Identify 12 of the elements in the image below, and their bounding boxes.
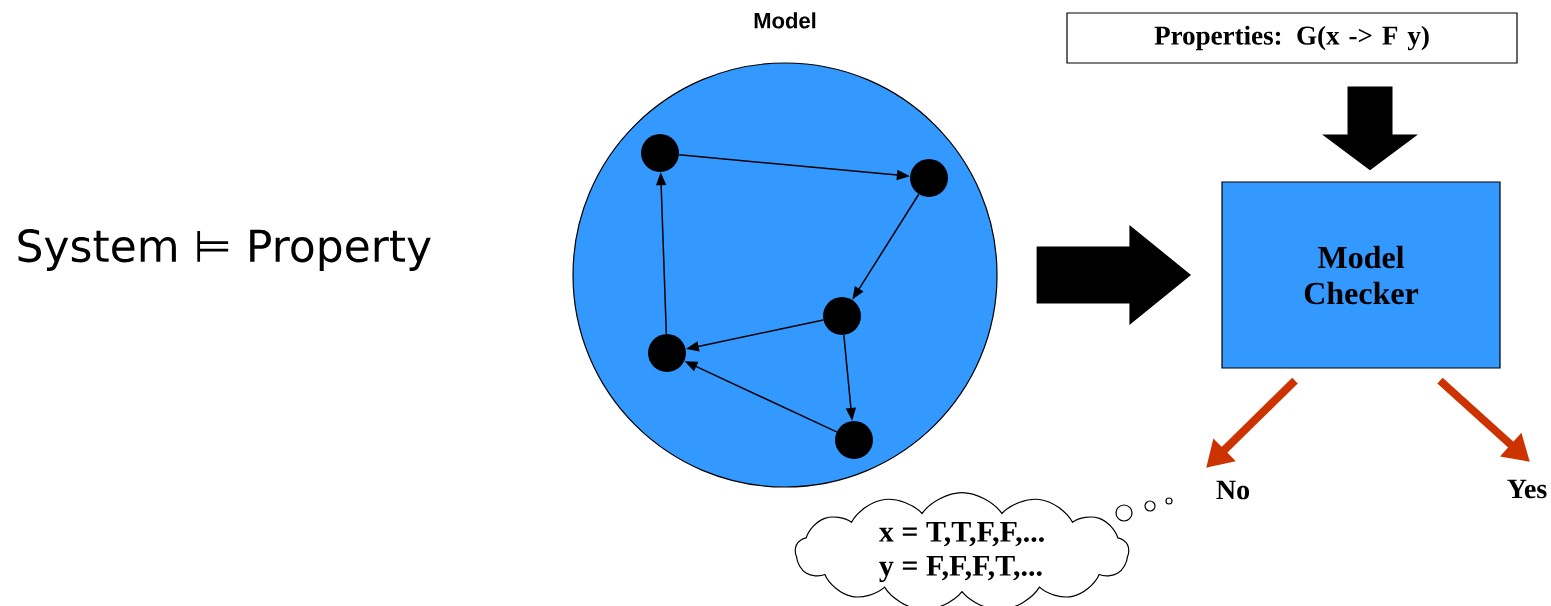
state-dot xyxy=(648,334,686,372)
result-text: Yes xyxy=(1507,479,1547,499)
thought-cloud: x = T,T,F,F,... y = F,F,F,T,... xyxy=(794,492,1130,606)
property-box: Properties: G(x -> F y) xyxy=(1066,12,1518,64)
result-text: No xyxy=(1216,480,1250,500)
process-box: Model Checker xyxy=(1221,181,1501,369)
statement-text: System ⊨ Property xyxy=(18,229,431,271)
state-dot xyxy=(910,159,948,197)
state-dot xyxy=(823,297,861,335)
state-dot xyxy=(835,421,873,459)
state-dot xyxy=(641,134,679,172)
heading-text: Model xyxy=(754,12,816,29)
